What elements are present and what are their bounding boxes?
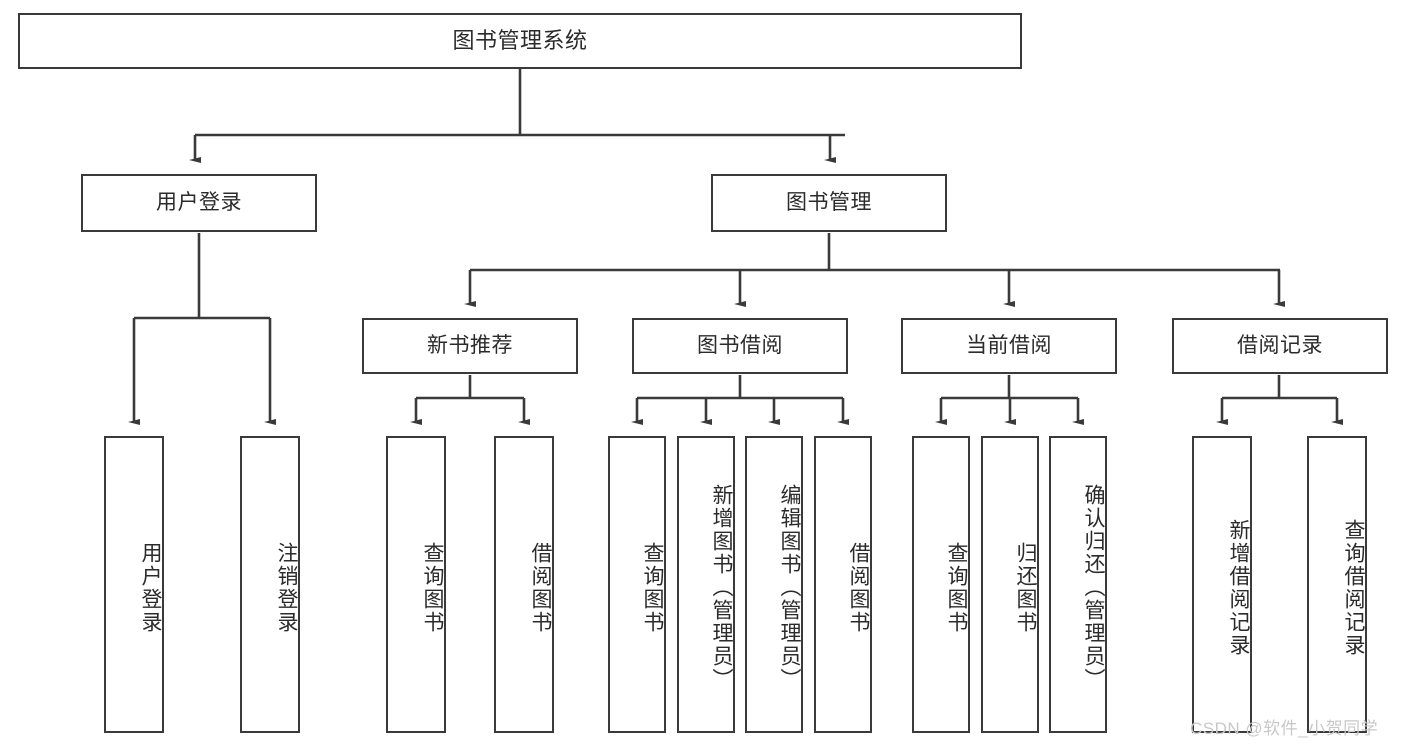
leaf-new-book-query-book[interactable]: 查询图书 [386, 436, 446, 733]
node-book-management[interactable]: 图书管理 [711, 174, 947, 232]
leaf-borrow-record-query-record[interactable]: 查询借阅记录 [1307, 436, 1367, 733]
node-book-borrow[interactable]: 图书借阅 [632, 318, 848, 374]
leaf-user-login-logout[interactable]: 注销登录 [240, 436, 300, 733]
leaf-book-borrow-add-book-admin[interactable]: 新增图书（管理员） [677, 436, 735, 733]
watermark-text: CSDN @软件_小贺同学 [1190, 719, 1379, 738]
node-root-system[interactable]: 图书管理系统 [18, 13, 1022, 69]
node-new-book-recommend[interactable]: 新书推荐 [362, 318, 578, 374]
node-user-login[interactable]: 用户登录 [81, 174, 317, 232]
leaf-book-borrow-edit-book-admin[interactable]: 编辑图书（管理员） [745, 436, 803, 733]
leaf-current-borrow-return-book[interactable]: 归还图书 [981, 436, 1039, 733]
leaf-borrow-record-add-record[interactable]: 新增借阅记录 [1192, 436, 1252, 733]
leaf-new-book-borrow-book[interactable]: 借阅图书 [494, 436, 554, 733]
node-borrow-record[interactable]: 借阅记录 [1172, 318, 1388, 374]
leaf-book-borrow-query-book[interactable]: 查询图书 [608, 436, 666, 733]
leaf-current-borrow-query-book[interactable]: 查询图书 [912, 436, 970, 733]
leaf-user-login-login[interactable]: 用户登录 [104, 436, 164, 733]
leaf-book-borrow-borrow-book[interactable]: 借阅图书 [814, 436, 872, 733]
node-current-borrow[interactable]: 当前借阅 [901, 318, 1117, 374]
leaf-current-borrow-confirm-return-admin[interactable]: 确认归还（管理员） [1049, 436, 1107, 733]
